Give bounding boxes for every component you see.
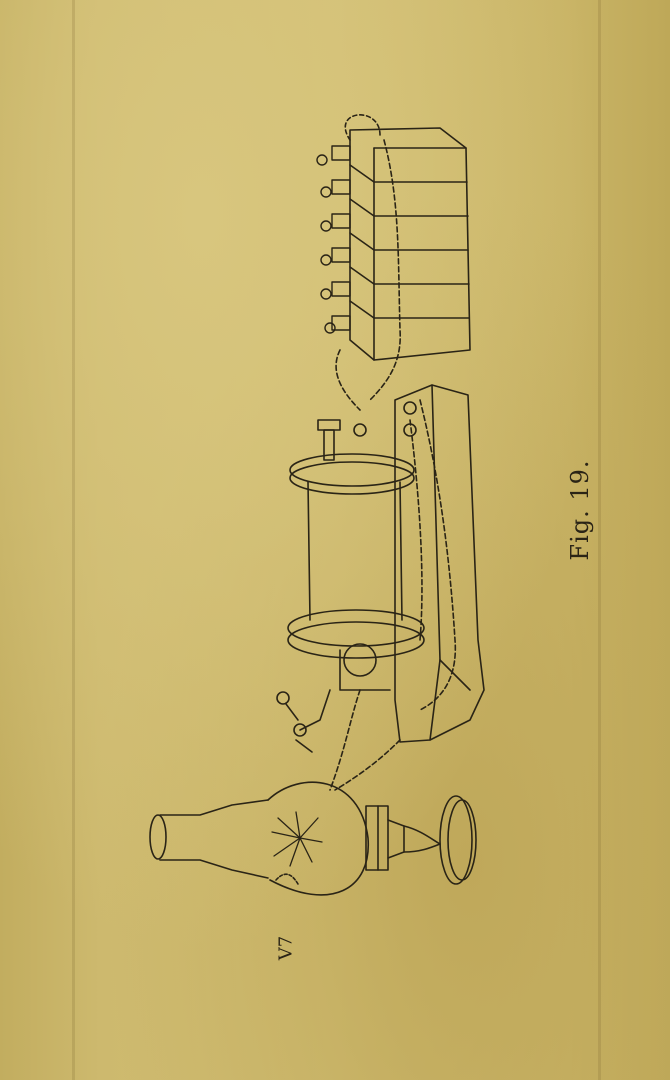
page-mark: V7 — [275, 935, 297, 961]
induction-coil — [276, 453, 425, 753]
coil-terminals — [317, 401, 417, 461]
glass-globe — [149, 781, 477, 896]
page-fold-right — [598, 0, 601, 1080]
battery-cells — [316, 114, 471, 361]
coil-base-board — [394, 384, 485, 743]
figure-caption: Fig. 19. — [566, 459, 594, 561]
page-fold-left — [72, 0, 75, 1080]
connecting-wires — [329, 139, 457, 791]
